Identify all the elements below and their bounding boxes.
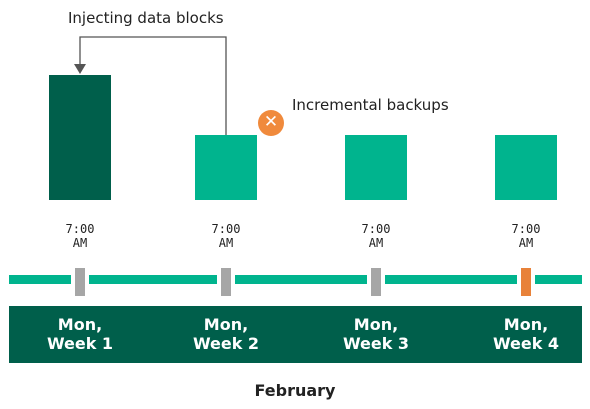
incremental-backups-label: Incremental backups <box>292 96 449 114</box>
incremental-backup-block-week-3 <box>345 135 407 200</box>
day-name: Mon, <box>203 315 249 334</box>
time-label-week-1: 7:00 AM <box>50 222 110 250</box>
time-value: 7:00 <box>65 222 95 236</box>
incremental-backup-block-week-2 <box>195 135 257 200</box>
remove-icon: ✕ <box>258 110 284 136</box>
day-label-week-1: Mon, Week 1 <box>20 315 140 353</box>
time-label-week-4: 7:00 AM <box>496 222 556 250</box>
time-period: AM <box>218 236 234 250</box>
time-period: AM <box>368 236 384 250</box>
timeline-track <box>9 275 582 284</box>
day-name: Mon, <box>503 315 549 334</box>
month-label: February <box>254 381 336 400</box>
week-name: Week 3 <box>342 334 410 353</box>
day-label-week-3: Mon, Week 3 <box>316 315 436 353</box>
time-label-week-2: 7:00 AM <box>196 222 256 250</box>
time-period: AM <box>518 236 534 250</box>
day-label-week-2: Mon, Week 2 <box>166 315 286 353</box>
days-band <box>9 306 582 363</box>
time-period: AM <box>72 236 88 250</box>
time-label-week-3: 7:00 AM <box>346 222 406 250</box>
time-value: 7:00 <box>361 222 391 236</box>
full-backup-block <box>49 75 111 200</box>
time-value: 7:00 <box>511 222 541 236</box>
week-name: Week 4 <box>492 334 560 353</box>
time-value: 7:00 <box>211 222 241 236</box>
timeline-marker-week-4 <box>521 268 531 296</box>
timeline-marker-week-2 <box>221 268 231 296</box>
week-name: Week 2 <box>192 334 260 353</box>
day-label-week-4: Mon, Week 4 <box>466 315 586 353</box>
day-name: Mon, <box>57 315 103 334</box>
week-name: Week 1 <box>46 334 114 353</box>
incremental-backup-block-week-4 <box>495 135 557 200</box>
injecting-data-blocks-label: Injecting data blocks <box>68 9 224 27</box>
timeline-marker-week-1 <box>75 268 85 296</box>
day-name: Mon, <box>353 315 399 334</box>
timeline-marker-week-3 <box>371 268 381 296</box>
